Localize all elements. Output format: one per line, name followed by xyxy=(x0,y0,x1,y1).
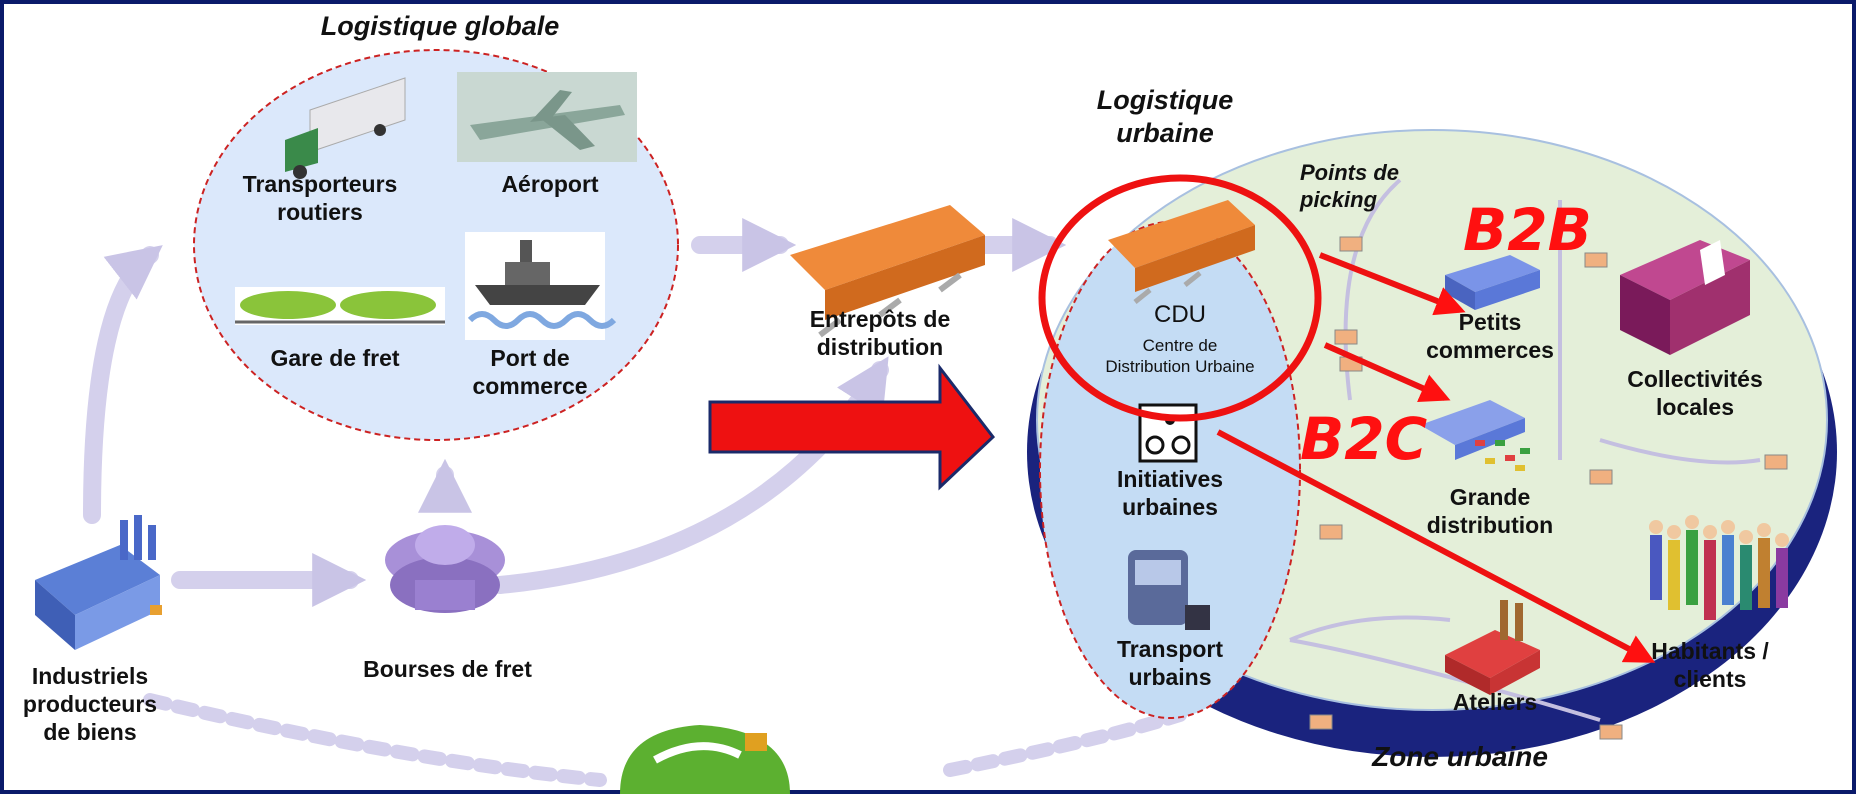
picking-points-label: Points de picking xyxy=(1300,160,1400,212)
workshops-icon xyxy=(1445,600,1540,695)
ship-icon xyxy=(465,232,617,340)
warehouse-icon xyxy=(790,205,985,338)
transition-arrow xyxy=(708,363,996,491)
large-retail-label: Grande distribution xyxy=(1426,484,1554,539)
warehouses-label: Entrepôts de distribution xyxy=(809,306,951,361)
small-shops-label: Petits commerces xyxy=(1426,309,1554,364)
airport-label: Aéroport xyxy=(501,171,599,197)
large-retail-icon xyxy=(1420,400,1530,471)
urban-transport-label: Transport urbains xyxy=(1116,636,1224,691)
truck-icon xyxy=(285,77,406,179)
cdu-warehouse-icon xyxy=(1108,200,1255,304)
freight-station-label: Gare de fret xyxy=(270,345,400,371)
plane-icon xyxy=(457,72,637,162)
workshops-label: Ateliers xyxy=(1452,689,1538,715)
urban-logistics-title: Logistique urbaine xyxy=(1096,85,1234,148)
road-carriers-label: Transporteurs routiers xyxy=(242,171,398,226)
tram-icon xyxy=(1128,550,1210,630)
seaport-label: Port de commerce xyxy=(472,345,588,400)
global-logistics-title: Logistique globale xyxy=(320,11,560,41)
cdu-label: CDU xyxy=(1154,301,1206,328)
freight-exchange-label: Bourses de fret xyxy=(363,656,532,682)
urban-initiatives-label: Initiatives urbaines xyxy=(1116,466,1224,521)
recycle-icon xyxy=(620,725,790,794)
b2c-label: B2C xyxy=(1300,405,1428,473)
residents-label: Habitants / clients xyxy=(1651,638,1769,693)
freight-train-icon xyxy=(235,287,445,325)
producers-label: Industriels producteurs de biens xyxy=(22,663,158,746)
residents-icon xyxy=(1649,515,1789,620)
freight-exchange-icon xyxy=(385,525,505,613)
cdu-full-label: Centre de Distribution Urbaine xyxy=(1105,336,1255,376)
factory-icon xyxy=(35,515,162,650)
b2b-label: B2B xyxy=(1463,196,1592,264)
urban-zone-title: Zone urbaine xyxy=(1372,741,1548,772)
red-flow-arrows xyxy=(1216,252,1656,663)
local-authorities-label: Collectivités locales xyxy=(1627,366,1763,421)
local-authorities-icon xyxy=(1620,240,1750,355)
cdu-highlight-circle xyxy=(1038,174,1322,422)
